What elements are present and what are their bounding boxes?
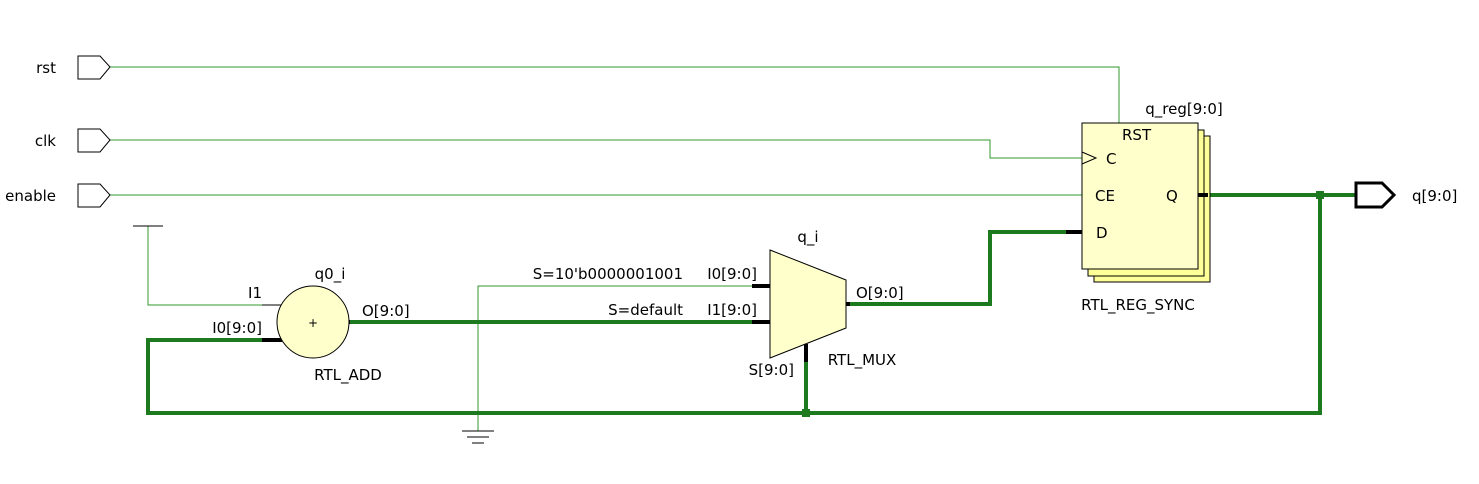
output-port-q-shape[interactable]	[1354, 181, 1397, 209]
mux-pin-i0: I0[9:0]	[707, 265, 757, 283]
register-pin-q: Q	[1166, 187, 1178, 205]
port-label-enable: enable	[5, 187, 56, 205]
clk-net[interactable]	[110, 139, 1082, 159]
register-pin-c: C	[1106, 150, 1116, 168]
register-type-label: RTL_REG_SYNC	[1081, 296, 1195, 315]
register-instance-name: q_reg[9:0]	[1145, 100, 1222, 119]
mux-pin-s: S[9:0]	[749, 361, 794, 379]
mux-cell[interactable]: q_i S=10'b0000001001 S=default I0[9:0] I…	[533, 228, 904, 379]
adder-body[interactable]	[276, 285, 350, 359]
port-label-rst: rst	[36, 59, 56, 77]
junction-dot-output	[1316, 191, 1324, 199]
input-port-clk-shape[interactable]	[77, 128, 111, 153]
mux-select-value-0: S=10'b0000001001	[533, 265, 683, 283]
register-pin-rst: RST	[1122, 126, 1152, 144]
feedback-bus[interactable]	[146, 195, 1322, 415]
mux-to-reg-bus[interactable]	[846, 230, 1066, 306]
input-port-enable[interactable]: enable	[5, 183, 111, 208]
port-label-q: q[9:0]	[1412, 187, 1457, 205]
register-pin-ce: CE	[1095, 187, 1115, 205]
mux-instance-name: q_i	[797, 228, 818, 247]
mux-select-value-1: S=default	[608, 301, 683, 319]
adder-pin-o: O[9:0]	[362, 302, 410, 320]
mux-type-label: RTL_MUX	[828, 351, 897, 370]
mux-pin-i1: I1[9:0]	[707, 301, 757, 319]
const-zero-net[interactable]	[477, 285, 752, 431]
port-label-clk: clk	[35, 132, 56, 150]
adder-pin-i0: I0[9:0]	[212, 319, 262, 337]
input-port-rst-shape[interactable]	[77, 55, 111, 80]
clock-triangle	[1081, 151, 1098, 165]
input-port-rst[interactable]: rst	[36, 55, 111, 80]
register-body[interactable]	[1081, 122, 1199, 270]
const-one-net[interactable]	[147, 226, 262, 306]
output-port-q[interactable]: q[9:0]	[1354, 181, 1457, 209]
rst-net[interactable]	[110, 66, 1120, 123]
adder-symbol: +	[308, 316, 318, 330]
adder-type-label: RTL_ADD	[314, 366, 382, 385]
mux-body[interactable]	[769, 249, 847, 359]
input-port-enable-shape[interactable]	[77, 183, 111, 208]
adder-instance-name: q0_i	[315, 265, 346, 284]
adder-cell[interactable]: + q0_i I1 I0[9:0] O[9:0] RTL_ADD	[212, 265, 409, 385]
adder-pin-i1: I1	[248, 284, 262, 302]
mux-pin-o: O[9:0]	[856, 284, 904, 302]
input-port-clk[interactable]: clk	[35, 128, 111, 153]
junction-dot-select	[802, 409, 810, 417]
register-pin-d: D	[1096, 224, 1108, 242]
ground-symbol	[462, 430, 494, 444]
register-cell[interactable]: q_reg[9:0] RST C CE D Q RTL_REG_SYNC	[1066, 100, 1223, 315]
